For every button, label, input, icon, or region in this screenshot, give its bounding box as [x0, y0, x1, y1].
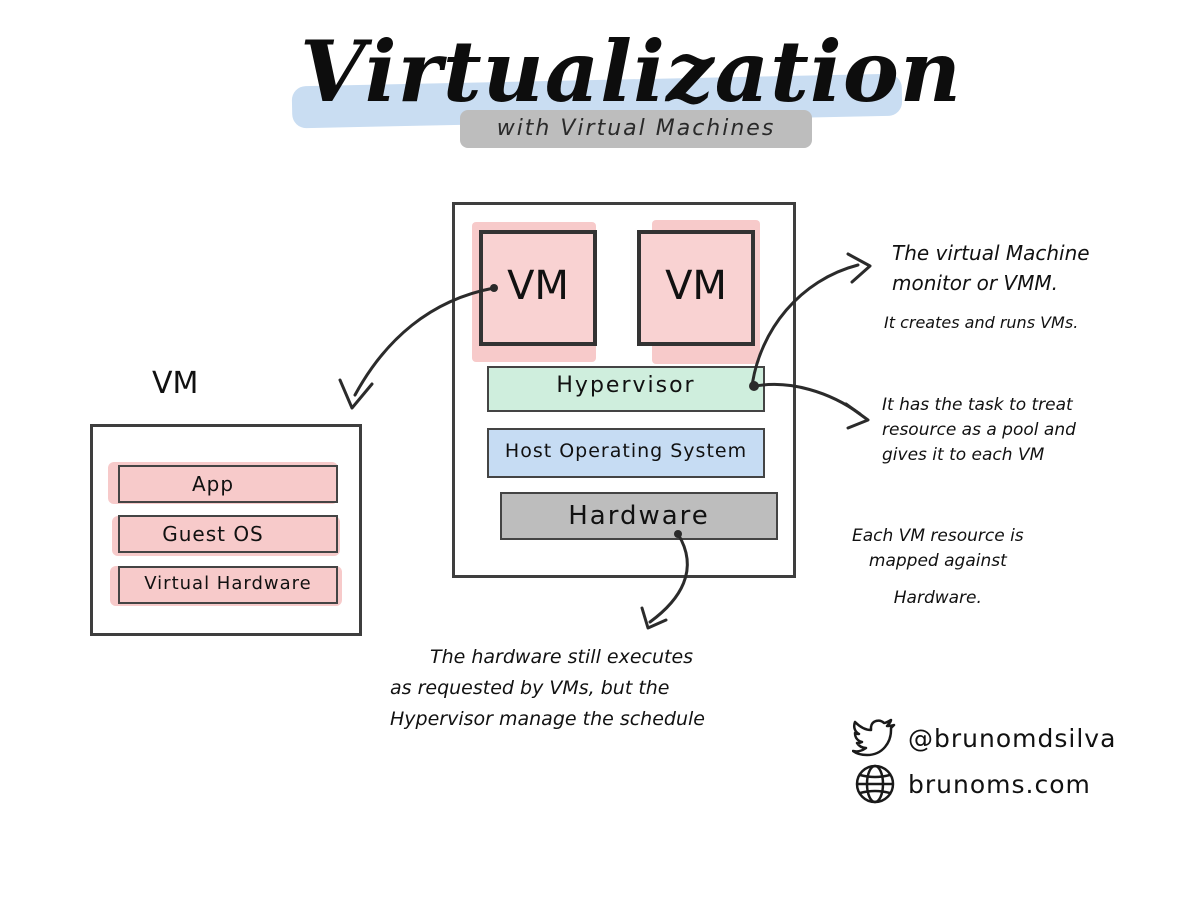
arrow-origin-dot-hardware — [674, 530, 682, 538]
vm-right-label: VM — [665, 263, 727, 309]
twitter-handle[interactable]: @brunomdsilva — [908, 723, 1117, 753]
hypervisor-label: Hypervisor — [556, 373, 696, 398]
vm-right-box — [637, 230, 755, 346]
arrow-hardware-to-note — [648, 532, 689, 624]
hardware-layer — [500, 492, 778, 540]
hardware-note: The hardware still executes as requested… — [390, 642, 705, 735]
mapping-note-line-1: Each VM resource is — [852, 526, 1024, 546]
hardware-note-line-2: as requested by VMs, but the — [390, 677, 670, 699]
vmm-note-line-1: The virtual Machine — [892, 241, 1090, 265]
virtual-hardware-layer — [118, 566, 338, 604]
hardware-note-line-3: Hypervisor manage the schedule — [390, 708, 705, 730]
vm-detail-heading: VM — [152, 366, 199, 401]
pool-note-line-3: gives it to each VM — [882, 445, 1045, 465]
vm-detail-frame — [90, 424, 362, 636]
vmm-note: The virtual Machine monitor or VMM. — [892, 238, 1090, 298]
arrow-vm-to-detail — [353, 286, 496, 397]
twitter-bird-icon — [852, 718, 896, 757]
virtual-hardware-layer-highlight — [110, 566, 342, 606]
arrow-vm-to-detail-head — [338, 378, 374, 410]
host-os-label: Host Operating System — [504, 440, 748, 462]
guest-os-layer — [118, 515, 338, 553]
vmm-note-line-2: monitor or VMM. — [892, 271, 1058, 295]
app-layer — [118, 465, 338, 503]
vm-left-box — [479, 230, 597, 346]
vmm-subnote: It creates and runs VMs. — [884, 313, 1079, 332]
vm-left-label: VM — [507, 263, 569, 309]
hypervisor-layer — [487, 366, 765, 412]
arrow-hardware-to-note-head — [640, 606, 668, 630]
guest-os-layer-label: Guest OS — [162, 522, 264, 546]
pool-note: It has the task to treat resource as a p… — [882, 393, 1076, 468]
app-layer-label: App — [191, 472, 235, 496]
arrow-origin-dot-vm — [490, 284, 498, 292]
pool-note-line-2: resource as a pool and — [882, 420, 1076, 440]
arrow-hypervisor-to-pool-note-head — [844, 402, 870, 430]
hardware-label: Hardware — [568, 501, 710, 531]
pool-note-line-1: It has the task to treat — [882, 395, 1073, 415]
guest-os-layer-highlight — [112, 516, 340, 556]
arrow-origin-dot-hypervisor — [749, 381, 759, 391]
twitter-row[interactable]: @brunomdsilva — [852, 716, 1116, 760]
page-title: Virtualization — [300, 22, 962, 121]
globe-icon — [855, 764, 895, 804]
website-row[interactable]: brunoms.com — [852, 762, 1091, 806]
hardware-note-line-1: The hardware still executes — [430, 646, 694, 668]
arrow-hypervisor-to-pool-note — [754, 382, 862, 416]
mapping-note: Each VM resource is mapped against Hardw… — [852, 524, 1024, 611]
app-layer-highlight — [108, 462, 338, 504]
arrow-hypervisor-to-vmm-note-head — [846, 252, 872, 284]
mapping-note-line-2: mapped against — [868, 551, 1007, 571]
arrow-hypervisor-to-vmm-note — [750, 263, 860, 388]
host-os-layer — [487, 428, 765, 478]
host-machine-frame — [452, 202, 796, 578]
subtitle-highlight — [460, 110, 812, 148]
mapping-note-line-3: Hardware. — [893, 588, 982, 608]
page-subtitle: with Virtual Machines — [496, 116, 776, 141]
virtual-hardware-layer-label: Virtual Hardware — [144, 573, 312, 594]
website-link[interactable]: brunoms.com — [908, 769, 1091, 799]
